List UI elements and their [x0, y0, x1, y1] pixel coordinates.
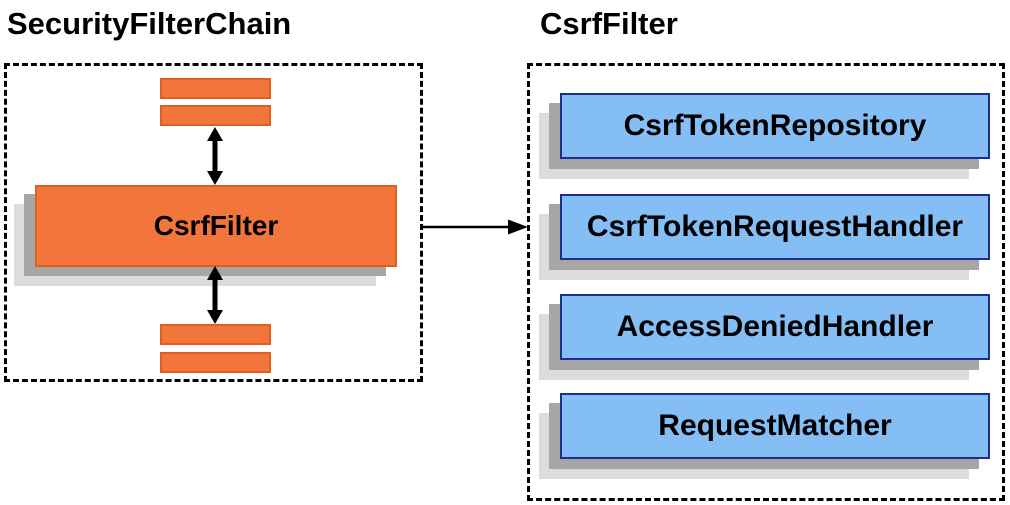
filter-placeholder-bar [160, 105, 271, 126]
csrf-filter-box: CsrfFilter [35, 185, 397, 267]
double-arrow-icon [207, 127, 223, 185]
component-box-request-matcher: RequestMatcher [560, 393, 990, 459]
component-box-label: AccessDeniedHandler [616, 310, 934, 343]
arrow-right-icon [423, 219, 528, 235]
left-panel-title: SecurityFilterChain [7, 6, 292, 41]
csrf-filter-components-container [527, 63, 1005, 501]
component-box-label: CsrfTokenRepository [623, 109, 927, 142]
filter-placeholder-bar [160, 78, 271, 99]
component-box-label: RequestMatcher [658, 409, 892, 442]
filter-placeholder-bar [160, 324, 271, 345]
security-filter-chain-container [4, 63, 423, 382]
csrf-filter-box-label: CsrfFilter [153, 210, 279, 241]
component-box-access-denied-handler: AccessDeniedHandler [560, 294, 990, 360]
right-panel-title: CsrfFilter [540, 6, 678, 41]
component-box-label: CsrfTokenRequestHandler [586, 210, 964, 243]
component-box-csrf-token-repository: CsrfTokenRepository [560, 93, 990, 159]
filter-placeholder-bar [160, 352, 271, 373]
double-arrow-icon [207, 266, 223, 324]
component-box-csrf-token-request-handler: CsrfTokenRequestHandler [560, 194, 990, 260]
